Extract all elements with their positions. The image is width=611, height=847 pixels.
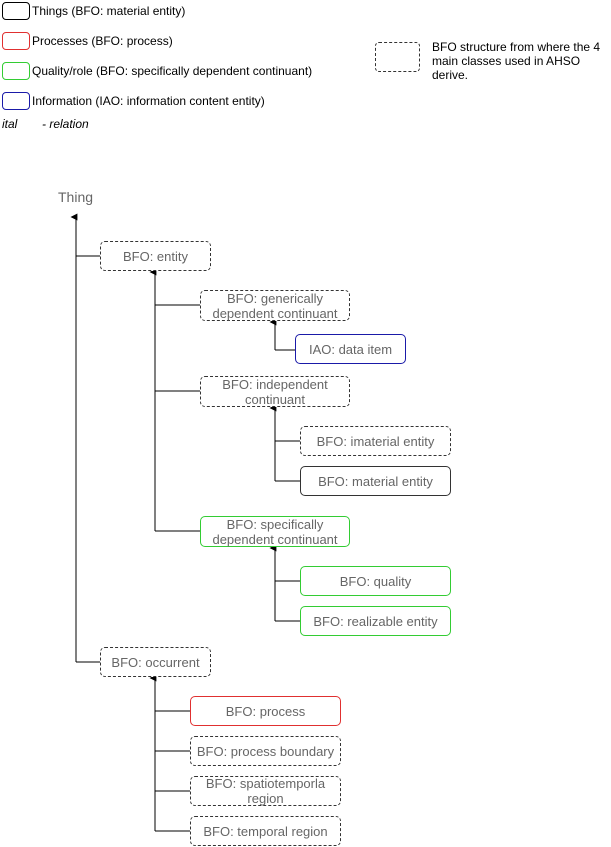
node-bfo-specifically-dependent-continuant: BFO: specifically dependent continuant [200, 516, 350, 547]
node-bfo-independent-continuant: BFO: independent continuant [200, 376, 350, 407]
legend-swatch-bfo-structure [375, 42, 420, 72]
legend-label-information: Information (IAO: information content en… [32, 94, 265, 108]
legend-label-quality-role: Quality/role (BFO: specifically dependen… [32, 64, 313, 78]
node-bfo-entity: BFO: entity [100, 241, 211, 271]
legend-swatch-quality-role [2, 62, 30, 80]
node-bfo-occurrent: BFO: occurrent [100, 647, 211, 677]
legend-swatch-information [2, 92, 30, 110]
legend-relation-label: - relation [42, 117, 89, 131]
legend-label-bfo-structure: BFO structure from where the 4 main clas… [432, 40, 601, 82]
legend-swatch-things [2, 2, 30, 20]
legend-swatch-processes [2, 32, 30, 50]
node-bfo-imaterial-entity: BFO: imaterial entity [300, 426, 451, 456]
legend-ital-label: ital [2, 117, 18, 131]
node-bfo-generically-dependent-continuant: BFO: generically dependent continuant [200, 290, 350, 321]
legend-label-processes: Processes (BFO: process) [32, 34, 173, 48]
root-thing-label: Thing [58, 189, 94, 205]
node-bfo-process: BFO: process [190, 696, 341, 726]
node-bfo-process-boundary: BFO: process boundary [190, 736, 341, 766]
node-bfo-realizable-entity: BFO: realizable entity [300, 606, 451, 636]
node-bfo-temporal-region: BFO: temporal region [190, 816, 341, 846]
legend-label-things: Things (BFO: material entity) [32, 4, 186, 18]
node-bfo-spatiotemporal-region: BFO: spatiotemporla region [190, 776, 341, 806]
node-iao-data-item: IAO: data item [295, 334, 406, 364]
node-bfo-material-entity: BFO: material entity [300, 466, 451, 496]
node-bfo-quality: BFO: quality [300, 566, 451, 596]
